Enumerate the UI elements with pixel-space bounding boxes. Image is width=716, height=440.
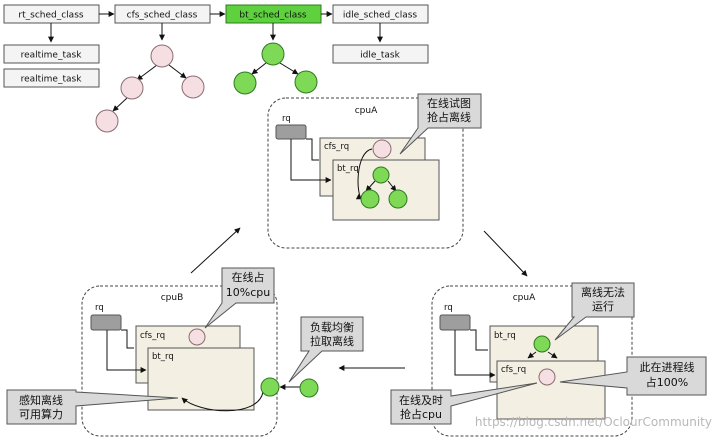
bt-node-right bbox=[294, 70, 318, 94]
arrow-cpuA-to-cpuA-right bbox=[483, 230, 528, 277]
arrow-cpuB-to-cpuA bbox=[190, 227, 241, 274]
cpuA-right-callout-offline bbox=[554, 282, 635, 341]
idle-sched-class-label: idle_sched_class bbox=[343, 11, 417, 21]
bt-node-root bbox=[261, 42, 285, 66]
bt-node-left bbox=[233, 71, 257, 95]
cfs-sched-class-label: cfs_sched_class bbox=[127, 11, 198, 21]
cpuA-top-rq-label: rq bbox=[282, 114, 291, 124]
cpuA-top-cfs-node bbox=[372, 139, 392, 159]
cfs-node-root bbox=[150, 44, 174, 68]
cpuA-top-cfs-rq-label: cfs_rq bbox=[324, 142, 349, 152]
cpuA-top-bt-rq-label: bt_rq bbox=[337, 164, 359, 174]
cfs-node-right bbox=[181, 75, 205, 99]
cpuA-right-callout-offline-line1: 离线无法 bbox=[581, 285, 625, 299]
idle-task-label: idle_task bbox=[360, 51, 400, 61]
cfs-node-left bbox=[120, 76, 144, 100]
cpuA-right-title: cpuA bbox=[513, 293, 536, 303]
cpuA-right-callout-proc-line2: 占100% bbox=[646, 375, 688, 389]
cpuB-bt-node bbox=[260, 377, 280, 397]
cpuA-right-rq-box bbox=[439, 314, 471, 331]
cpuA-top-panel: cpuA rq cfs_rq bt_rq 在线试图 抢占离线 bbox=[267, 93, 482, 249]
cpuA-right-callout-proc-line1: 此在进程线 bbox=[640, 360, 695, 374]
cpuB-callout-sense-line2: 可用算力 bbox=[19, 407, 63, 421]
cfs-task-tree bbox=[95, 44, 205, 133]
cpuB-callout-sense bbox=[6, 389, 179, 425]
cpuB-bt-rq-label: bt_rq bbox=[152, 352, 174, 362]
cpuB-callout-online-line1: 在线占 bbox=[232, 270, 265, 284]
cpuA-right-bt-node bbox=[533, 335, 551, 353]
cpuA-top-rq-box bbox=[275, 124, 307, 140]
cpuB-callout-lb-line2: 拉取离线 bbox=[310, 334, 354, 348]
cpuA-top-callout-line2: 抢占离线 bbox=[427, 110, 471, 124]
cpuA-top-callout-line1: 在线试图 bbox=[427, 96, 471, 110]
cpuA-right-panel: cpuA rq bt_rq cfs_rq 离线无法 运行 此在进程线 占100%… bbox=[390, 282, 707, 437]
cpuB-title: cpuB bbox=[161, 293, 184, 303]
cpuA-right-callout-offline-line2: 运行 bbox=[592, 300, 614, 313]
cpuB-callout-lb-line1: 负载均衡 bbox=[310, 320, 354, 334]
cpuB-cfs-rq-label: cfs_rq bbox=[140, 331, 165, 341]
bt-sched-class-label: bt_sched_class bbox=[239, 11, 306, 21]
cpuB-bt-node-pulled bbox=[299, 378, 319, 398]
cpuB-callout-lb bbox=[288, 316, 364, 383]
cpuA-right-cfs-rq-label: cfs_rq bbox=[501, 365, 526, 375]
cpuA-top-title: cpuA bbox=[355, 106, 378, 116]
realtime-task-box-1 bbox=[3, 44, 100, 64]
cpuB-rq-box bbox=[90, 314, 122, 331]
cpuA-right-cfs-node bbox=[538, 368, 556, 386]
rt-sched-class-label: rt_sched_class bbox=[18, 11, 83, 21]
realtime-task-box-2 bbox=[3, 68, 100, 88]
cpuA-top-bt-root bbox=[372, 166, 390, 184]
cpuB-rq-label: rq bbox=[95, 303, 104, 313]
cfs-node-leaf bbox=[95, 109, 119, 133]
cpuB-cfs-node bbox=[188, 328, 206, 346]
cpuA-right-rq-label: rq bbox=[444, 303, 453, 313]
watermark-text: https://blog.csdn.net/OclourCommunity bbox=[475, 415, 712, 429]
realtime-task-label-2: realtime_task bbox=[21, 75, 83, 85]
cpuA-right-callout-proc bbox=[559, 356, 707, 396]
cpuB-bt-rq-box bbox=[147, 347, 255, 411]
cpuA-right-frame bbox=[431, 285, 633, 437]
cpuA-right-bt-rq-label: bt_rq bbox=[494, 331, 516, 341]
idle-task-box bbox=[332, 44, 429, 64]
cpuB-callout-online-line2: 10%cpu bbox=[226, 286, 270, 299]
cpuB-callout-sense-line1: 感知离线 bbox=[19, 393, 63, 407]
realtime-task-label-1: realtime_task bbox=[21, 51, 83, 61]
cpuA-right-callout-preempt-line2: 抢占cpu bbox=[400, 407, 442, 421]
cpuA-top-bt-left bbox=[360, 189, 380, 209]
cpuB-callout-online bbox=[204, 267, 275, 329]
cpuA-top-bt-right bbox=[388, 189, 408, 209]
cpuA-right-callout-preempt bbox=[390, 382, 538, 425]
bt-task-tree bbox=[233, 42, 318, 95]
sched-class-row: rt_sched_class cfs_sched_class bt_sched_… bbox=[3, 4, 429, 43]
cpuA-right-callout-preempt-line1: 在线及时 bbox=[399, 393, 443, 407]
cpuB-panel: cpuB rq cfs_rq bt_rq 在线占 10%cpu 负载均衡 拉取离… bbox=[6, 267, 364, 437]
cpuA-top-callout bbox=[399, 93, 482, 155]
